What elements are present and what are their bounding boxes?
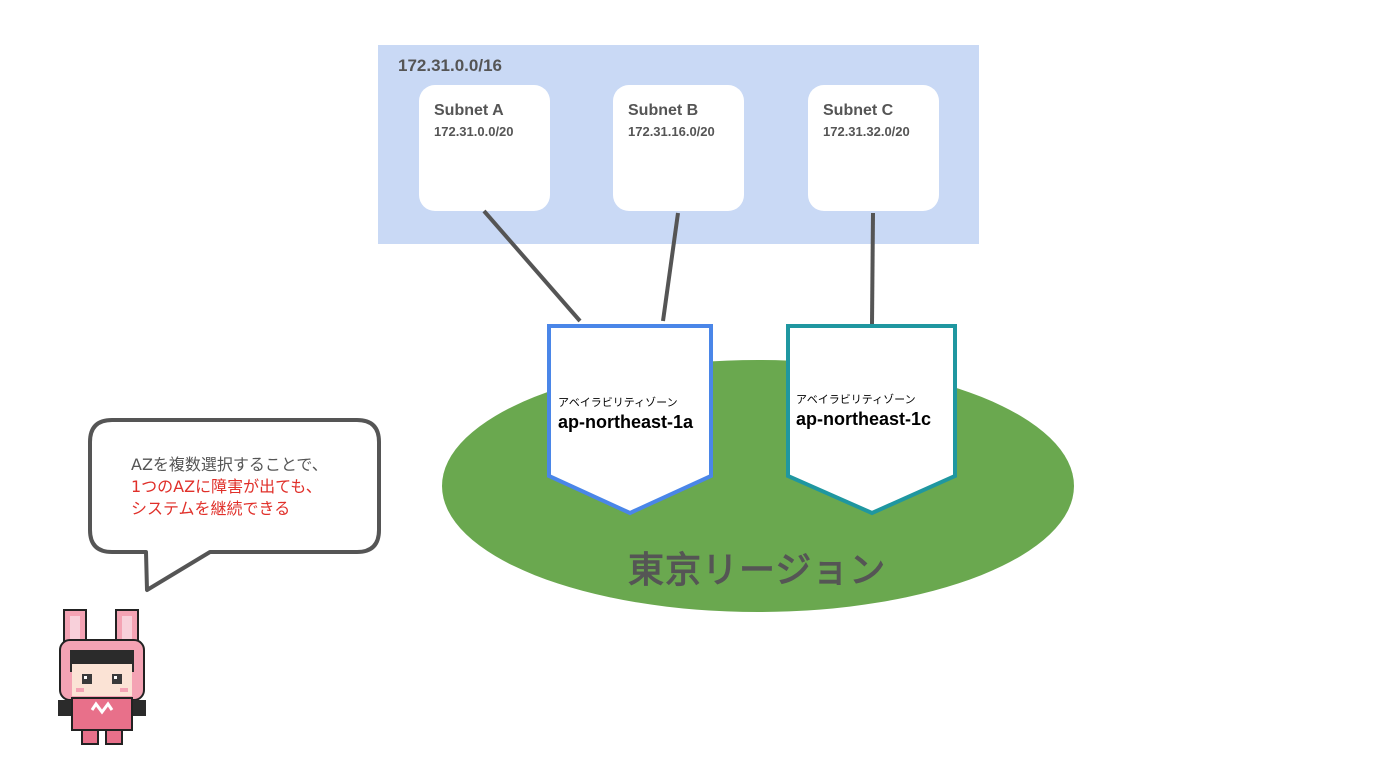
- subnet-a-name: Subnet A: [434, 102, 504, 119]
- subnet-b-name: Subnet B: [628, 102, 699, 119]
- subnet-c-cidr: 172.31.32.0/20: [823, 124, 910, 139]
- speech-line-1: AZを複数選択することで、: [131, 455, 328, 474]
- vpc-box: 172.31.0.0/16 Subnet A 172.31.0.0/20 Sub…: [378, 45, 979, 244]
- az-1c-kana: アベイラビリティゾーン: [796, 393, 916, 406]
- speech-bubble-text: AZを複数選択することで、 1つのAZに障害が出ても、 システムを継続できる: [131, 454, 328, 520]
- az-1a-name: ap-northeast-1a: [558, 412, 694, 432]
- subnet-b-box: Subnet B 172.31.16.0/20: [613, 85, 744, 211]
- subnet-c-box: Subnet C 172.31.32.0/20: [808, 85, 939, 211]
- speech-line-3: システムを継続できる: [131, 499, 291, 518]
- subnet-c-name: Subnet C: [823, 102, 894, 119]
- subnet-a-cidr: 172.31.0.0/20: [434, 124, 514, 139]
- az-1a-kana: アベイラビリティゾーン: [558, 396, 678, 409]
- mascot-icon: [58, 609, 146, 745]
- subnet-b-cidr: 172.31.16.0/20: [628, 124, 715, 139]
- vpc-cidr-label: 172.31.0.0/16: [398, 56, 502, 75]
- subnet-a-box: Subnet A 172.31.0.0/20: [419, 85, 550, 211]
- tokyo-region-label: 東京リージョン: [628, 549, 887, 590]
- az-1a-label: アベイラビリティゾーン ap-northeast-1a: [558, 394, 693, 433]
- speech-line-2: 1つのAZに障害が出ても、: [131, 477, 322, 496]
- az-1c-name: ap-northeast-1c: [796, 409, 932, 429]
- az-1c-label: アベイラビリティゾーン ap-northeast-1c: [796, 391, 931, 430]
